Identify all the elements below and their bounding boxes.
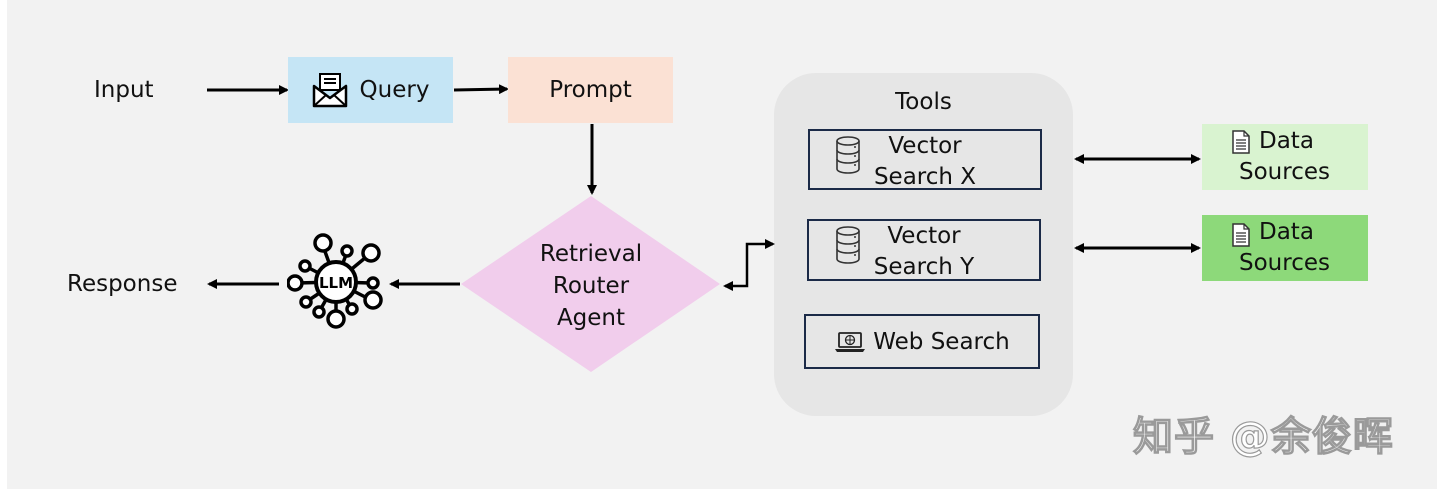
vector-search-x-line-1: Vector [888, 133, 962, 159]
data-sources-2-box: Data Sources [1202, 215, 1368, 281]
laptop-globe-icon [835, 331, 866, 352]
document-icon [1232, 223, 1250, 247]
vector-search-y-line-2: Search Y [873, 254, 975, 280]
input-label: Input [94, 77, 154, 103]
llm-label: LLM [319, 274, 353, 292]
data-sources-1-box: Data Sources [1202, 124, 1368, 190]
vector-search-y-box: Vector Search Y [807, 219, 1041, 281]
response-label: Response [67, 271, 178, 297]
router-label-line-3: Agent [556, 305, 626, 331]
query-label: Query [359, 77, 430, 103]
data-sources-2-line-1: Data [1259, 219, 1314, 245]
vector-search-x-label: Vector Search X [860, 131, 990, 193]
arrow-query-to-prompt [453, 84, 509, 95]
arrow-router-to-tools [723, 239, 775, 291]
web-search-label: Web Search [873, 328, 1010, 355]
database-icon [836, 136, 860, 174]
diagram-canvas: Input Query Prompt Retrieval Router Agen… [7, 0, 1437, 489]
query-box: Query [288, 57, 453, 123]
prompt-label: Prompt [549, 77, 632, 103]
vector-search-x-line-2: Search X [873, 164, 977, 190]
vector-search-x-box: Vector Search X [808, 129, 1042, 190]
document-icon [1232, 130, 1250, 154]
web-search-box: Web Search [804, 314, 1040, 369]
database-icon [836, 226, 860, 264]
llm-network-icon: LLM [287, 233, 383, 329]
data-sources-1-line-1: Data [1259, 128, 1314, 154]
vector-search-y-line-1: Vector [887, 223, 961, 249]
router-diamond [461, 196, 720, 372]
envelope-icon [312, 73, 347, 108]
router-label-line-2: Router [552, 273, 630, 299]
vector-search-y-label: Vector Search Y [859, 221, 989, 283]
router-label: Retrieval Router Agent [511, 238, 671, 334]
data-sources-2-line-2: Sources [1239, 250, 1330, 276]
data-sources-1-line-2: Sources [1239, 159, 1330, 185]
router-label-line-1: Retrieval [539, 241, 643, 267]
tools-title: Tools [895, 89, 952, 115]
watermark: 知乎 @余俊晖 [1132, 413, 1394, 460]
prompt-box: Prompt [508, 57, 673, 123]
